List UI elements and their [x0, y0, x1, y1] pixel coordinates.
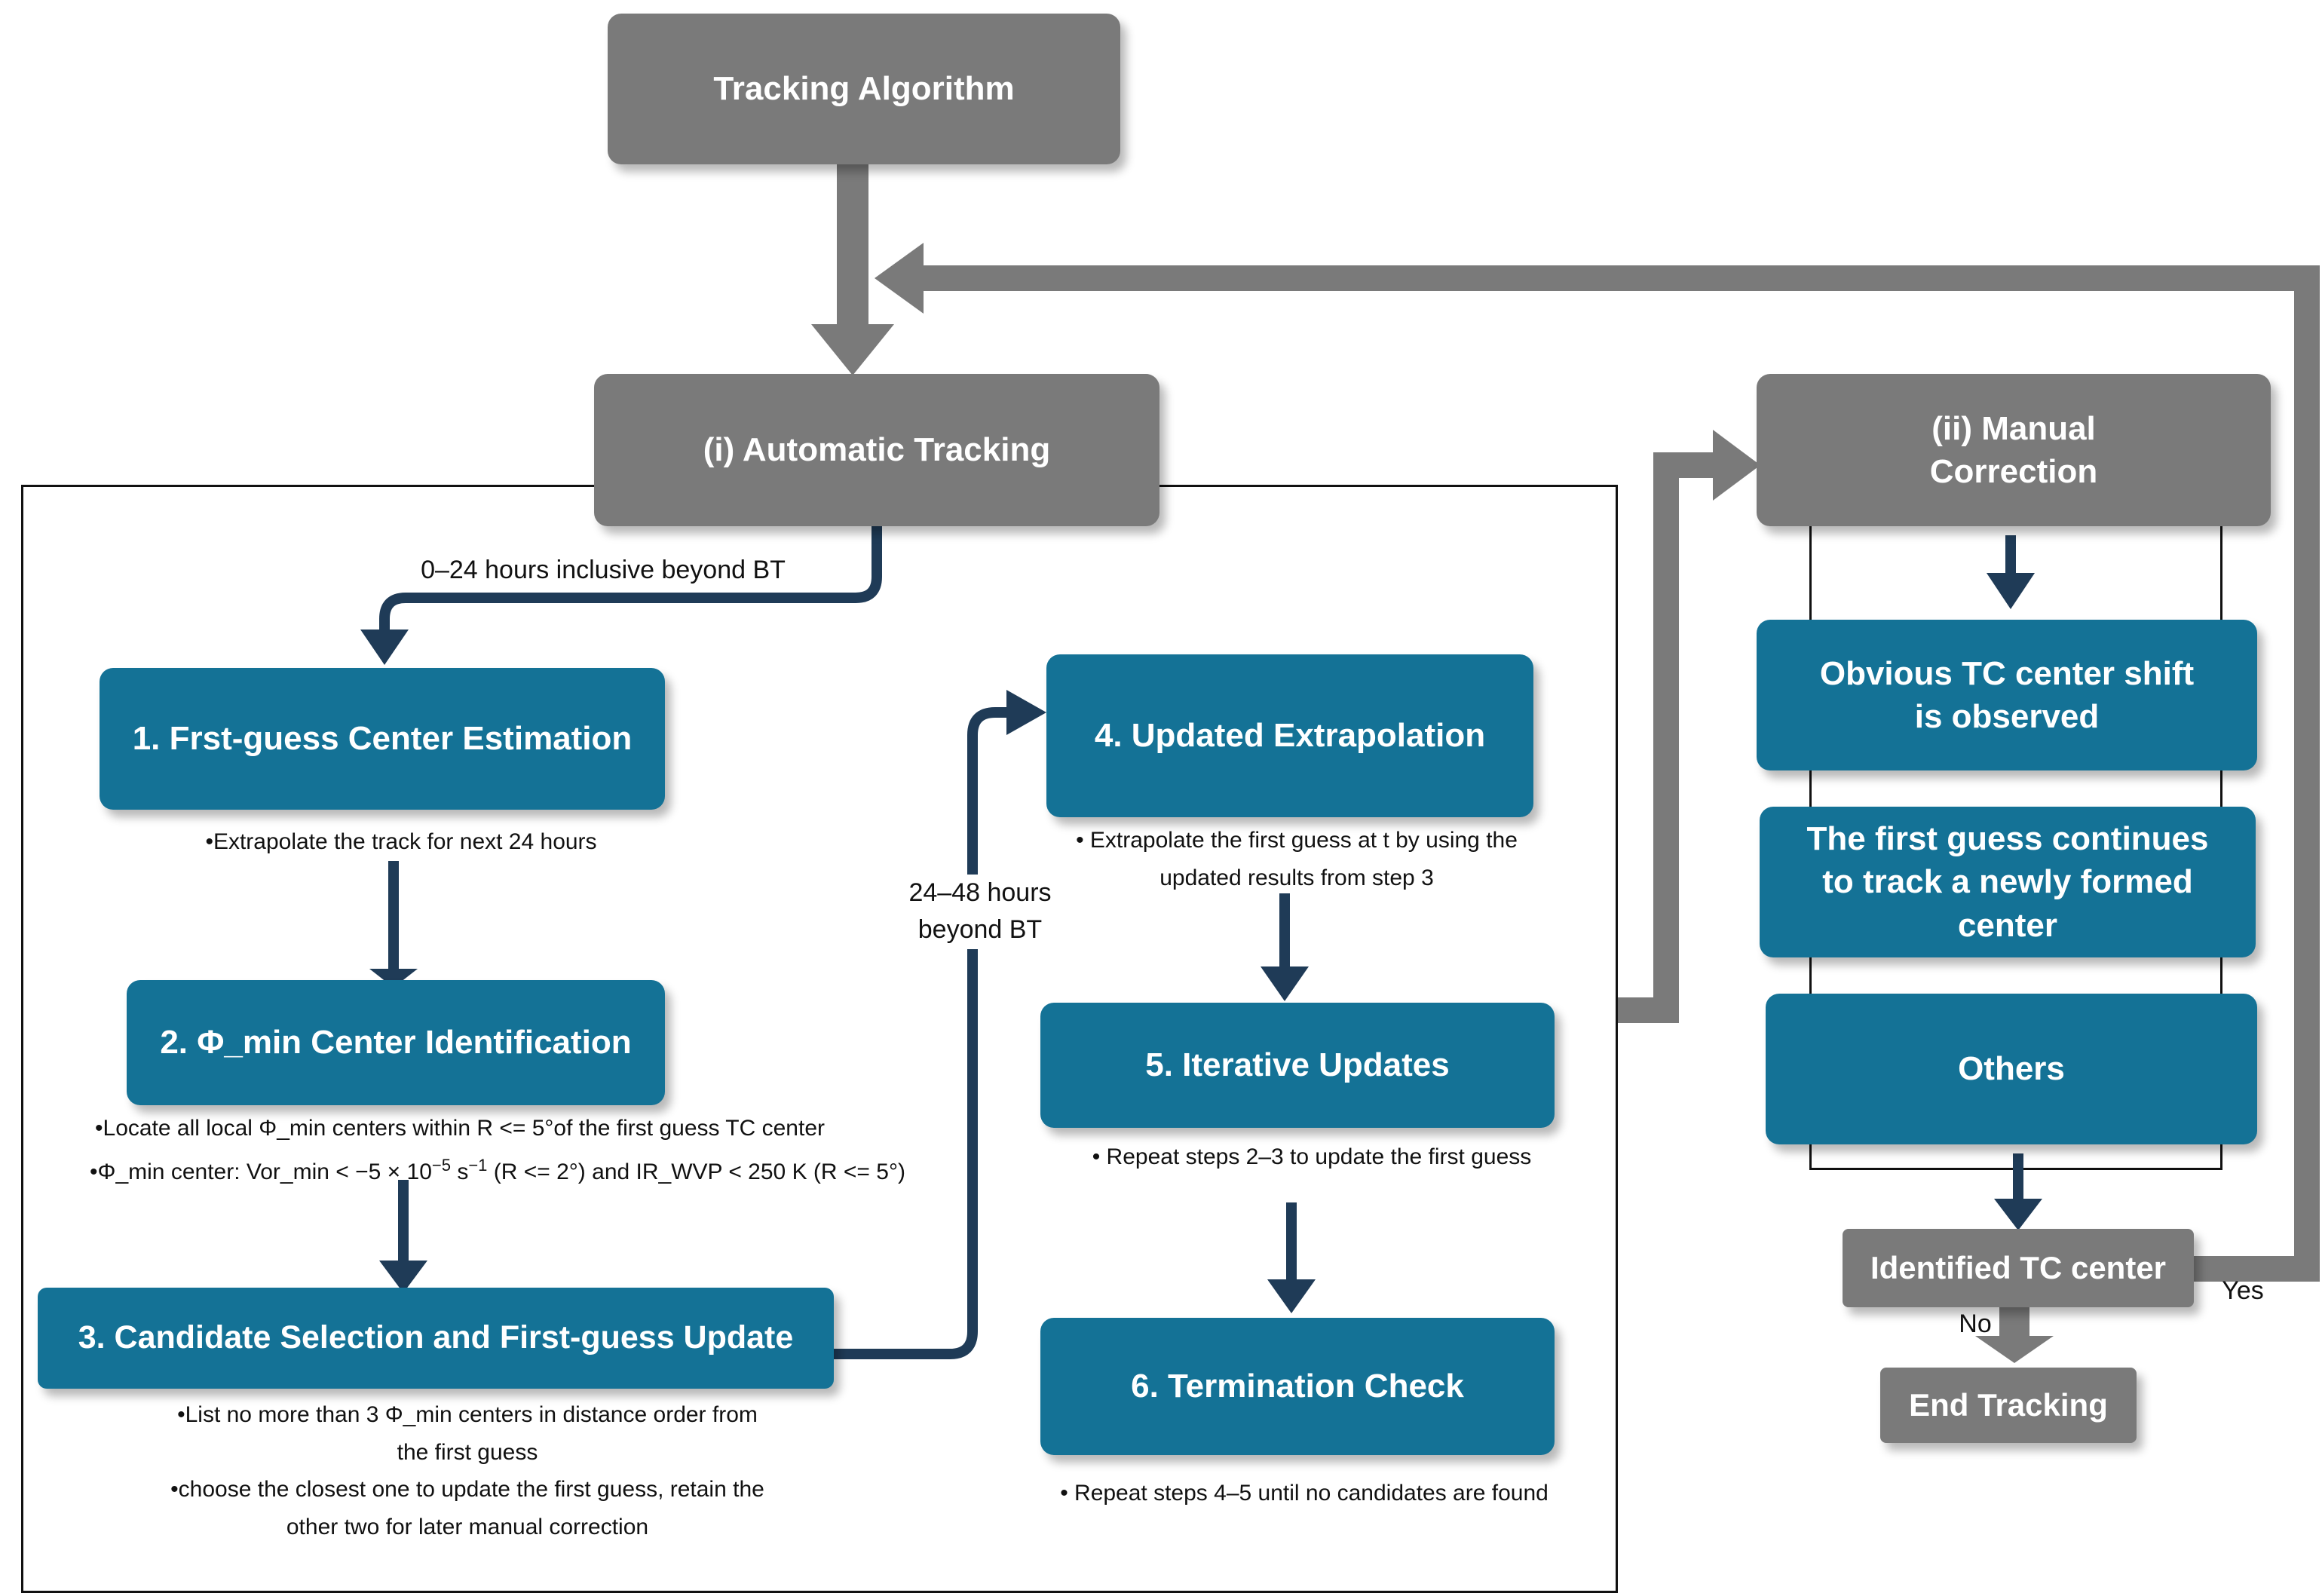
step2-label: 2. Φ_min Center Identification — [160, 1024, 632, 1061]
step6-note: • Repeat steps 4–5 until no candidates a… — [1060, 1481, 1549, 1506]
arrow-automatic-to-manual — [1618, 430, 1760, 1023]
range-24-48-label-1: 24–48 hours — [908, 878, 1052, 907]
tracking-algorithm-box: Tracking Algorithm — [608, 14, 1120, 164]
step3-label: 3. Candidate Selection and First-guess U… — [78, 1319, 794, 1356]
automatic-tracking-box: (i) Automatic Tracking — [594, 374, 1159, 526]
step1-label: 1. Frst-guess Center Estimation — [132, 720, 633, 758]
step3-note-2: the first guess — [397, 1439, 538, 1465]
arrow-step4-to-step5 — [1261, 893, 1309, 1001]
no-label: No — [1959, 1310, 1992, 1338]
step2-note-2: •Φ_min center: Vor_min < −5 × 10−5 s−1 (… — [23, 1152, 973, 1191]
step1-note: •Extrapolate the track for next 24 hours — [205, 829, 597, 854]
mc-others-box: Others — [1766, 994, 2257, 1144]
range-0-24-label: 0–24 hours inclusive beyond BT — [421, 556, 786, 584]
manual-correction-label-2: Correction — [1929, 453, 2098, 490]
arrow-step1-to-step2 — [369, 861, 418, 988]
step3-box: 3. Candidate Selection and First-guess U… — [38, 1288, 834, 1389]
step4-note-2: updated results from step 3 — [1159, 865, 1434, 890]
step5-label: 5. Iterative Updates — [1145, 1046, 1450, 1084]
step2-note-2-b: s — [450, 1159, 469, 1184]
automatic-tracking-label: (i) Automatic Tracking — [703, 431, 1051, 469]
step3-note-4: other two for later manual correction — [286, 1514, 649, 1539]
mc-shift-label-1: Obvious TC center shift — [1819, 654, 2195, 692]
arrow-step5-to-step6 — [1267, 1202, 1316, 1313]
end-tracking-box: End Tracking — [1880, 1368, 2137, 1443]
range-24-48-label-2: beyond BT — [917, 915, 1043, 945]
step4-label: 4. Updated Extrapolation — [1094, 717, 1486, 755]
step2-box: 2. Φ_min Center Identification — [127, 980, 665, 1105]
arrow-yes-loop — [875, 243, 2320, 1282]
mc-newcenter-label-3: center — [1957, 906, 2058, 944]
mc-newcenter-box: The first guess continues to track a new… — [1760, 807, 2256, 957]
step1-box: 1. Frst-guess Center Estimation — [100, 668, 665, 810]
step2-note-2-exp2: −1 — [468, 1156, 488, 1175]
manual-correction-label-1: (ii) Manual — [1931, 409, 2096, 447]
step5-box: 5. Iterative Updates — [1040, 1003, 1555, 1128]
mc-shift-label-2: is observed — [1914, 698, 2100, 735]
arrow-others-to-identified — [1994, 1153, 2042, 1230]
end-tracking-label: End Tracking — [1909, 1386, 2108, 1423]
step2-note-2-c: (R <= 2°) and IR_WVP < 250 K (R <= 5°) — [487, 1159, 905, 1184]
arrow-step3-to-step4 — [834, 690, 1046, 1359]
manual-correction-box: (ii) Manual Correction — [1757, 374, 2271, 526]
range-24-48-label: 24–48 hours beyond BT — [875, 875, 1086, 949]
mc-shift-box: Obvious TC center shift is observed — [1757, 620, 2257, 770]
arrow-automatic-to-step1 — [360, 526, 882, 665]
step2-note-2-exp1: −5 — [431, 1156, 451, 1175]
yes-label: Yes — [2222, 1276, 2264, 1305]
step2-note-1: •Locate all local Φ_min centers within R… — [95, 1116, 825, 1141]
step4-note-1: • Extrapolate the first guess at t by us… — [1076, 828, 1518, 853]
step2-note-2-a: •Φ_min center: Vor_min < −5 × 10 — [90, 1159, 432, 1184]
tracking-algorithm-label: Tracking Algorithm — [713, 70, 1015, 108]
identified-tc-center-box: Identified TC center — [1843, 1229, 2194, 1307]
mc-newcenter-label-2: to track a newly formed — [1822, 863, 2193, 901]
step6-label: 6. Termination Check — [1131, 1368, 1464, 1405]
step3-note-3: •choose the closest one to update the fi… — [170, 1477, 764, 1502]
arrow-algorithm-to-automatic — [811, 164, 894, 375]
arrow-step2-to-step3 — [379, 1180, 427, 1293]
step5-note: • Repeat steps 2–3 to update the first g… — [1092, 1144, 1532, 1169]
step4-box: 4. Updated Extrapolation — [1046, 654, 1533, 817]
step4-note: • Extrapolate the first guess at t by us… — [1010, 822, 1583, 896]
step3-note: •List no more than 3 Φ_min centers in di… — [53, 1396, 882, 1545]
arrow-manual-to-shift — [1987, 535, 2035, 609]
mc-newcenter-label-1: The first guess continues — [1806, 820, 2209, 858]
identified-tc-center-label: Identified TC center — [1870, 1249, 2167, 1285]
mc-others-label: Others — [1958, 1050, 2065, 1088]
step6-box: 6. Termination Check — [1040, 1318, 1555, 1455]
step3-note-1: •List no more than 3 Φ_min centers in di… — [177, 1402, 758, 1427]
